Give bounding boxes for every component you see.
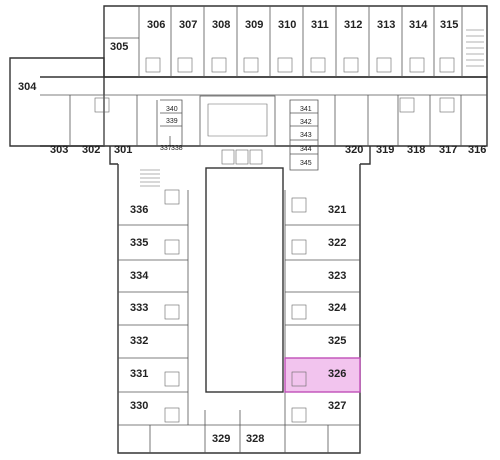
room-label-301: 301 bbox=[114, 144, 132, 156]
main-wing-partitions bbox=[40, 94, 487, 171]
room-label-307: 307 bbox=[179, 19, 197, 31]
room-label-306: 306 bbox=[147, 19, 165, 31]
room-label-338: 338 bbox=[171, 145, 183, 152]
bathroom-fixtures bbox=[94, 57, 455, 423]
room-label-326: 326 bbox=[328, 368, 346, 380]
building-outline bbox=[9, 5, 488, 454]
room-label-308: 308 bbox=[212, 19, 230, 31]
room-label-303: 303 bbox=[50, 144, 68, 156]
room-label-321: 321 bbox=[328, 204, 346, 216]
room-label-340: 340 bbox=[166, 106, 178, 113]
room-label-319: 319 bbox=[376, 144, 394, 156]
room-label-330: 330 bbox=[130, 400, 148, 412]
top-wing-partitions bbox=[104, 6, 484, 77]
room-label-309: 309 bbox=[245, 19, 263, 31]
room-label-315: 315 bbox=[440, 19, 458, 31]
room-label-342: 342 bbox=[300, 119, 312, 126]
room-label-323: 323 bbox=[328, 270, 346, 282]
room-label-305: 305 bbox=[110, 41, 128, 53]
room-label-304: 304 bbox=[18, 81, 37, 93]
room-label-314: 314 bbox=[409, 19, 428, 31]
vertical-wing-partitions bbox=[118, 190, 360, 453]
room-label-331: 331 bbox=[130, 368, 148, 380]
room-label-312: 312 bbox=[344, 19, 362, 31]
room-label-311: 311 bbox=[311, 19, 329, 31]
central-courtyard bbox=[140, 149, 284, 393]
room-label-335: 335 bbox=[130, 237, 148, 249]
room-label-336: 336 bbox=[130, 204, 148, 216]
room-label-344: 344 bbox=[300, 146, 312, 153]
room-label-333: 333 bbox=[130, 302, 148, 314]
room-label-337: 337 bbox=[160, 145, 172, 152]
room-label-320: 320 bbox=[345, 144, 363, 156]
room-label-310: 310 bbox=[278, 19, 296, 31]
room-label-343: 343 bbox=[300, 132, 312, 139]
room-label-322: 322 bbox=[328, 237, 346, 249]
room-label-329: 329 bbox=[212, 433, 230, 445]
room-label-325: 325 bbox=[328, 335, 346, 347]
room-label-334: 334 bbox=[130, 270, 149, 282]
room-label-313: 313 bbox=[377, 19, 395, 31]
room-label-327: 327 bbox=[328, 400, 346, 412]
room-label-341: 341 bbox=[300, 106, 312, 113]
room-label-324: 324 bbox=[328, 302, 347, 314]
room-label-328: 328 bbox=[246, 433, 264, 445]
room-labels: 305 306 307 308 309 310 311 312 313 314 … bbox=[18, 19, 486, 445]
room-label-317: 317 bbox=[439, 144, 457, 156]
room-label-316: 316 bbox=[468, 144, 486, 156]
room-label-332: 332 bbox=[130, 335, 148, 347]
room-label-345: 345 bbox=[300, 160, 312, 167]
room-label-302: 302 bbox=[82, 144, 100, 156]
room-label-318: 318 bbox=[407, 144, 425, 156]
highlighted-room-326[interactable] bbox=[284, 357, 361, 393]
room-label-339: 339 bbox=[166, 118, 178, 125]
